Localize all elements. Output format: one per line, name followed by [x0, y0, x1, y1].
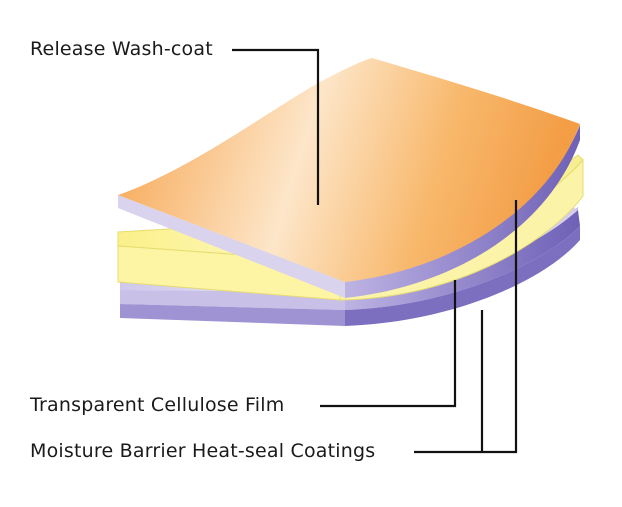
- label-transparent-cellulose-film: Transparent Cellulose Film: [30, 394, 285, 416]
- leader-lines: [232, 48, 518, 454]
- release-washcoat-layer: [118, 58, 580, 282]
- label-moisture-barrier-coatings: Moisture Barrier Heat-seal Coatings: [30, 440, 376, 462]
- leader-line-cellulose: [320, 280, 457, 408]
- label-release-washcoat: Release Wash-coat: [30, 38, 213, 60]
- top-coating-layer: [118, 125, 580, 298]
- leader-line-release: [232, 48, 320, 205]
- leader-line-moisture-top: [414, 200, 518, 454]
